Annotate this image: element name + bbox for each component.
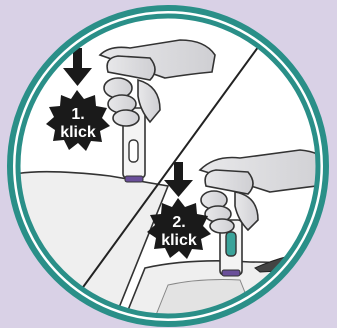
- step-word-2: klick: [161, 232, 197, 249]
- needle-tip-1: [125, 176, 143, 182]
- step-number-2: 2.: [172, 214, 185, 231]
- step-number-1: 1.: [71, 106, 84, 123]
- needle-tip-2: [222, 270, 240, 276]
- step-word-1: klick: [60, 124, 96, 141]
- pen-window-2: [226, 232, 236, 256]
- pen-window-1: [129, 140, 138, 162]
